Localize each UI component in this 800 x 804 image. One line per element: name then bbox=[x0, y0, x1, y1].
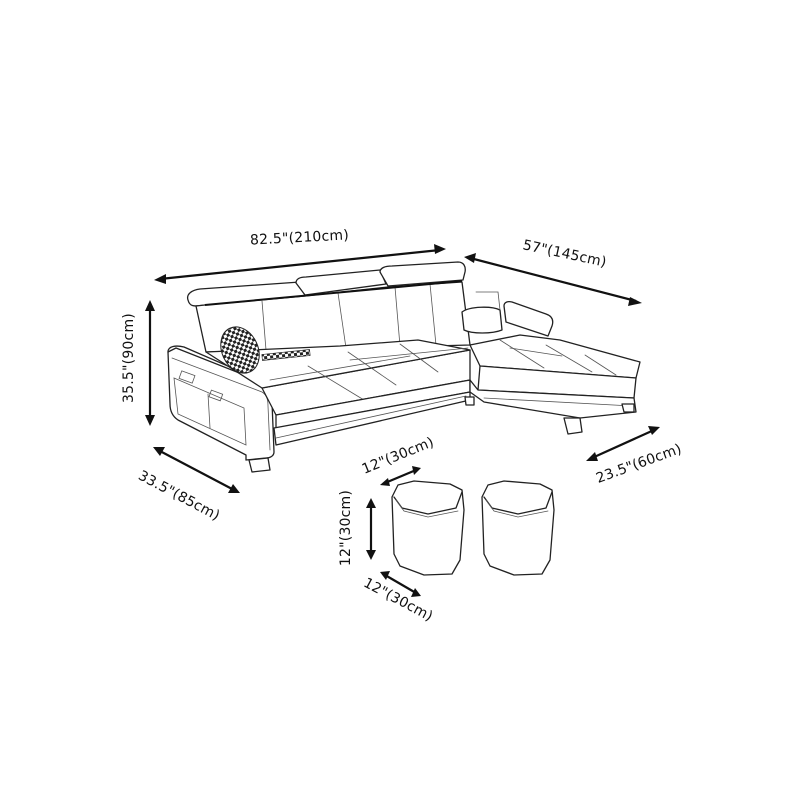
ottoman-height-arrow bbox=[366, 498, 376, 560]
white-pillow bbox=[461, 306, 503, 334]
sofa-height-label: 35.5"(90cm) bbox=[120, 313, 137, 403]
chaise-length-arrow bbox=[464, 253, 642, 306]
ottoman-depth-arrow bbox=[380, 571, 421, 597]
ottoman-left bbox=[391, 480, 465, 576]
ottoman-height-label: 12"(30cm) bbox=[338, 489, 355, 567]
length-arrow bbox=[154, 244, 446, 284]
checkered-pillow bbox=[220, 326, 260, 374]
depth-arrow bbox=[153, 447, 240, 493]
sofa-foot bbox=[248, 457, 271, 473]
chaise-width-arrow bbox=[586, 426, 660, 461]
chaise-arm bbox=[503, 300, 554, 337]
ottoman-width-arrow bbox=[380, 466, 421, 486]
height-arrow bbox=[145, 300, 155, 426]
ottoman-right bbox=[481, 480, 555, 576]
chaise-foot bbox=[563, 417, 583, 435]
sectional-sofa bbox=[167, 261, 641, 473]
dimension-arrows bbox=[145, 244, 660, 597]
left-arm bbox=[167, 345, 275, 461]
side-pocket bbox=[173, 377, 247, 446]
headrest-right bbox=[379, 261, 466, 287]
